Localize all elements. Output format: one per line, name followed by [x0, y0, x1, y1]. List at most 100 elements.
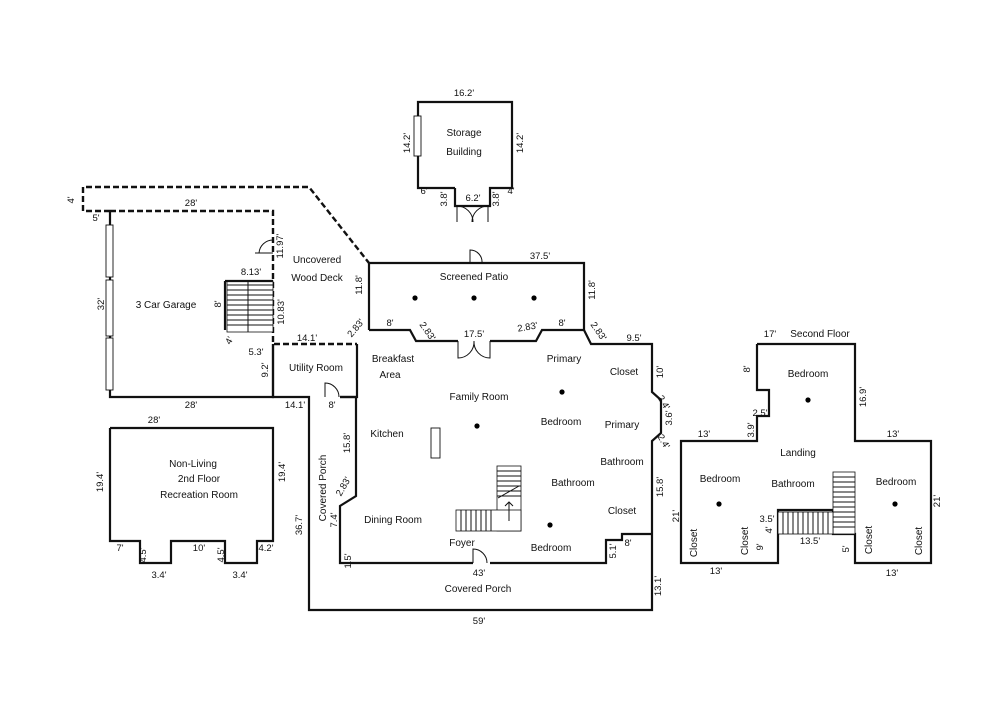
- dim-label: 28': [185, 400, 198, 411]
- dim-label: 7': [116, 543, 123, 554]
- family-room-label: Family Room: [450, 392, 509, 403]
- dim-label: 2.83': [588, 320, 609, 343]
- deck-label-2: Wood Deck: [291, 273, 344, 284]
- dim-label: 10.83': [276, 299, 287, 325]
- dim-label: 13.5': [800, 536, 820, 547]
- dim-label: 3.9': [746, 422, 757, 437]
- dim-label: 2.83': [345, 317, 367, 340]
- dim-label: 4': [66, 196, 77, 203]
- dim-label: 13': [698, 429, 711, 440]
- dim-label: 13.1': [653, 576, 664, 596]
- primary-bedroom-label-2: Bedroom: [541, 417, 582, 428]
- primary-bath-label-1: Primary: [605, 420, 639, 431]
- dim-label: 6.2': [465, 193, 480, 204]
- dim-label: 6': [420, 186, 427, 197]
- dim-label: 8.13': [241, 267, 261, 278]
- bathroom-label: Bathroom: [551, 478, 594, 489]
- sf-closet-4-label: Closet: [914, 527, 925, 556]
- dim-label: 10': [193, 543, 206, 554]
- dim-label: 7.4': [329, 512, 340, 527]
- dim-label: 17': [764, 329, 777, 340]
- dim-label: 19.4': [277, 462, 288, 482]
- storage-label-2: Building: [446, 147, 482, 158]
- dim-label: 4.5': [216, 547, 227, 562]
- dim-label: 32': [96, 298, 107, 311]
- primary-bedroom-label-1: Primary: [547, 354, 581, 365]
- dim-label: 14.1': [285, 400, 305, 411]
- dim-label: 21': [671, 510, 682, 523]
- sf-bedroom-left-label: Bedroom: [700, 474, 741, 485]
- ceiling-fan-icon: [406, 290, 424, 306]
- dimension-labels: 16.2' 14.2' 14.2' 6' 3.8' 6.2' 3.8' 4' 4…: [66, 88, 943, 627]
- second-floor: [679, 342, 933, 565]
- dim-label: 9.2': [260, 362, 271, 377]
- dim-label: 59': [473, 616, 486, 627]
- room-labels: Storage Building 3 Car Garage Uncovered …: [136, 128, 925, 595]
- screened-patio-label: Screened Patio: [440, 272, 509, 283]
- covered-porch-front-label: Covered Porch: [445, 584, 512, 595]
- dim-label: 3.5': [759, 514, 774, 525]
- dim-label: 28': [185, 198, 198, 209]
- dim-label: 16.2': [454, 88, 474, 99]
- deck-label-1: Uncovered: [293, 255, 341, 266]
- sf-closet-1-label: Closet: [689, 529, 700, 558]
- dim-label: 3.8': [491, 191, 502, 206]
- dim-label: 15.8': [342, 433, 353, 453]
- garage-stairs: [226, 280, 274, 333]
- dim-label: 2.83': [517, 320, 539, 334]
- dim-label: 1.5': [343, 553, 354, 568]
- sf-closet-2-label: Closet: [740, 527, 751, 556]
- dim-label: 5.3': [248, 347, 263, 358]
- dim-label: 4.2': [258, 543, 273, 554]
- sf-bedroom-right-label: Bedroom: [876, 477, 917, 488]
- dim-label: 5': [92, 213, 99, 224]
- dim-label: 16.9': [858, 387, 869, 407]
- ceiling-fan-icon: [525, 290, 543, 306]
- dim-label: 17.5': [464, 329, 484, 340]
- dim-label: 9': [755, 543, 766, 550]
- dim-label: 14.1': [297, 333, 317, 344]
- dim-label: 3.8': [439, 191, 450, 206]
- dim-label: 15.8': [655, 477, 666, 497]
- dim-label: 13': [710, 566, 723, 577]
- sf-bathroom-label: Bathroom: [771, 479, 814, 490]
- dim-label: 11.8': [587, 280, 598, 300]
- sf-landing-label: Landing: [780, 448, 816, 459]
- dim-label: 2.83': [334, 475, 354, 498]
- dim-label: 14.2': [402, 133, 413, 153]
- dim-label: 8': [558, 318, 565, 329]
- dim-label: 5': [841, 545, 852, 552]
- dim-label: 5.1': [608, 543, 619, 558]
- sf-closet-3-label: Closet: [864, 526, 875, 555]
- dim-label: 3.6': [664, 410, 675, 425]
- ceiling-fan-icon: [465, 290, 483, 306]
- dim-label: 4': [764, 526, 775, 533]
- primary-bath-label-2: Bathroom: [600, 457, 643, 468]
- covered-porch-side-label: Covered Porch: [318, 455, 329, 522]
- dim-label: 36.7': [294, 515, 305, 535]
- ceiling-fan-icon: [468, 418, 486, 434]
- uncovered-deck-outline: [81, 185, 370, 346]
- dim-label: 19.4': [95, 472, 106, 492]
- dim-label: 14.2': [515, 133, 526, 153]
- dim-label: 4.5': [138, 547, 149, 562]
- dim-label: 8': [386, 318, 393, 329]
- dim-label: 3.4': [232, 570, 247, 581]
- dim-label: 4': [223, 335, 236, 347]
- rec-room-label-3: Recreation Room: [160, 490, 238, 501]
- recreation-room: [108, 426, 275, 565]
- dim-label: 2.83': [417, 320, 438, 343]
- ceiling-fan-icon: [541, 517, 559, 533]
- storage-label-1: Storage: [446, 128, 481, 139]
- closet-label-top: Closet: [610, 367, 639, 378]
- sf-bedroom-top-label: Bedroom: [788, 369, 829, 380]
- garage-label: 3 Car Garage: [136, 300, 197, 311]
- second-floor-title: Second Floor: [790, 329, 850, 340]
- dim-label: 21': [932, 495, 943, 508]
- foyer-label: Foyer: [449, 538, 475, 549]
- ceiling-fan-icon: [553, 384, 571, 400]
- ceiling-fan-icon: [886, 496, 904, 512]
- garage: [105, 211, 275, 399]
- screened-patio: [367, 249, 586, 343]
